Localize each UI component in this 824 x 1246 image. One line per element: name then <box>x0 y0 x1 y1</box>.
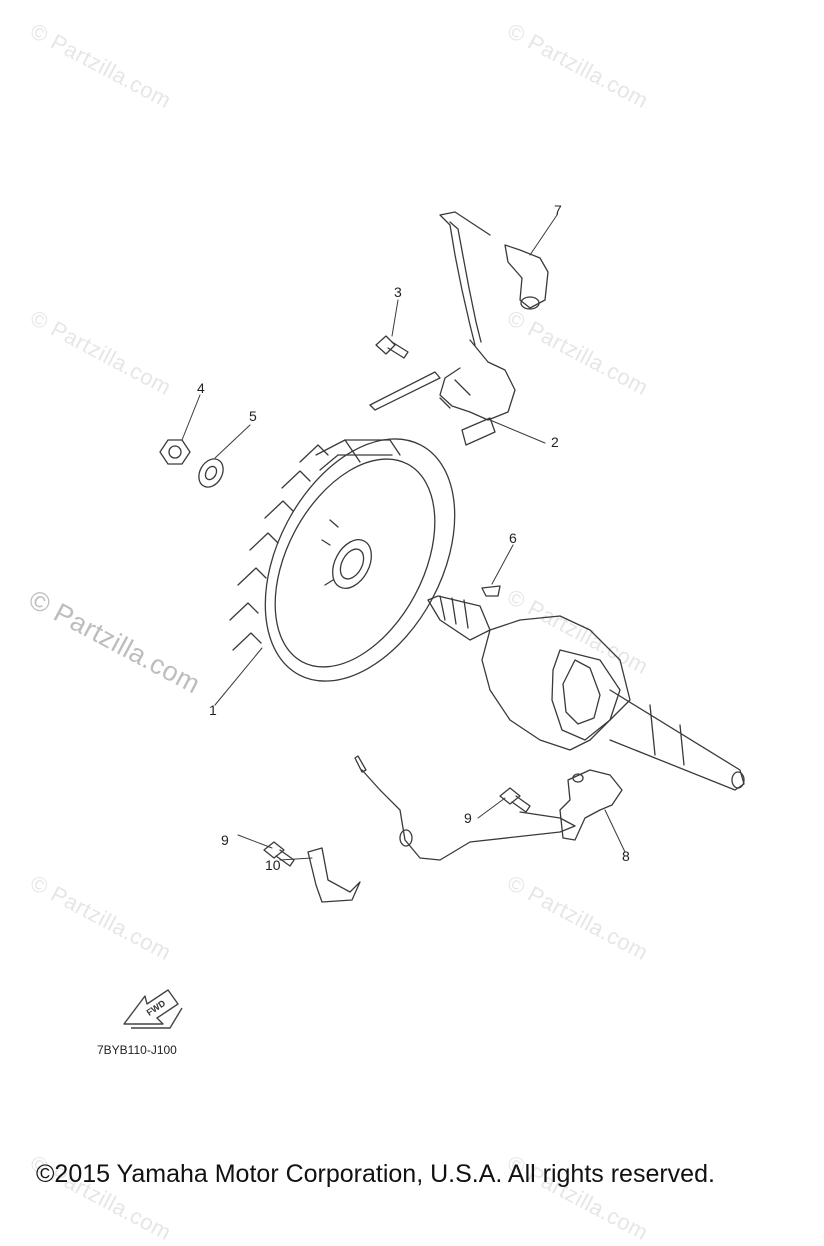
woodruff-key-part <box>481 585 501 597</box>
crankshaft-part <box>427 595 745 791</box>
spark-plug-cord <box>439 211 491 346</box>
leader-lines <box>181 214 626 861</box>
pulser-coil-part <box>354 755 623 861</box>
callout-9-right: 9 <box>464 810 472 826</box>
callout-6: 6 <box>509 530 517 546</box>
fwd-label: FWD <box>145 998 168 1018</box>
coil-ground-wire <box>369 371 441 411</box>
plug-cap-part <box>504 244 549 310</box>
callout-10: 10 <box>265 857 281 873</box>
diagram-code: 7BYB110-J100 <box>97 1043 177 1057</box>
flywheel-nut-part <box>159 439 191 465</box>
pulser-bolt-part <box>499 787 531 813</box>
bracket-bolt-part <box>263 841 295 867</box>
callout-5: 5 <box>249 408 257 424</box>
callout-9-left: 9 <box>221 832 229 848</box>
washer-part <box>198 458 224 488</box>
callout-2: 2 <box>551 434 559 450</box>
callout-4: 4 <box>197 380 205 396</box>
spark-plug-cord-outline <box>449 221 482 343</box>
callout-7: 7 <box>554 202 562 218</box>
parts-diagram: © Partzilla.com © Partzilla.com © Partzi… <box>24 18 745 1245</box>
copyright-notice: ©2015 Yamaha Motor Corporation, U.S.A. A… <box>36 1160 715 1188</box>
coil-bolt-part <box>375 335 409 359</box>
callout-8: 8 <box>622 848 630 864</box>
ignition-coil-part <box>439 339 516 446</box>
callout-1: 1 <box>209 702 217 718</box>
callout-3: 3 <box>394 284 402 300</box>
exploded-view-drawing: FWD <box>123 211 745 1029</box>
flywheel-part <box>229 438 456 682</box>
forward-arrow-icon <box>123 989 183 1029</box>
wire-clamp-part <box>307 847 361 903</box>
